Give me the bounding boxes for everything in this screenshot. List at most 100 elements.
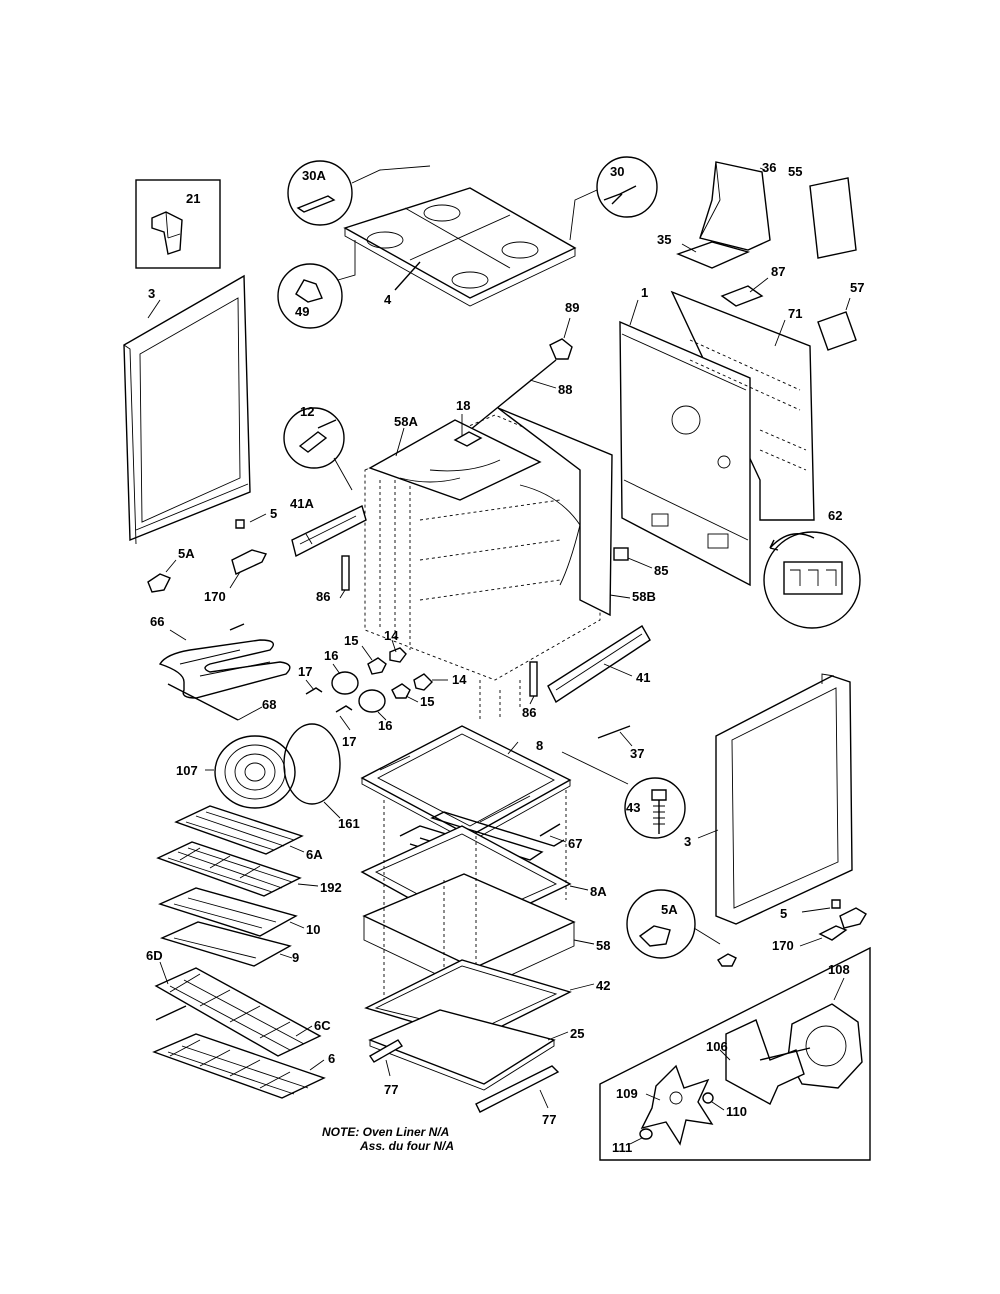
label-87: 87 [771,264,785,279]
label-5A-right: 5A [661,902,678,917]
racks-6D-6C-6: 6D 6C 6 [146,948,335,1099]
label-110: 110 [726,1104,747,1119]
part-86-left: 86 [316,555,350,604]
note-line-1: NOTE: Oven Liner N/A [322,1125,449,1139]
label-67: 67 [568,836,582,851]
parts-36-35-55-87-57: 36 35 55 87 57 [657,160,864,351]
side-panel-right-3: 3 [684,673,853,925]
label-58A: 58A [394,414,418,429]
label-6: 6 [328,1051,335,1066]
label-21: 21 [186,191,200,206]
rail-41A: 41A [290,496,367,558]
label-62: 62 [828,508,842,523]
label-3-left: 3 [148,286,155,301]
part-37: 37 [597,725,644,761]
label-77-a: 77 [384,1082,398,1097]
label-14-b: 14 [452,672,467,687]
side-panel-left-3: 3 [123,274,251,545]
callout-49: 49 [277,240,356,329]
label-1: 1 [641,285,648,300]
fasteners-right: 5 170 [772,899,867,953]
callout-12: 12 [283,404,353,491]
label-41A: 41A [290,496,314,511]
label-42: 42 [596,978,610,993]
label-14-a: 14 [384,628,399,643]
lamp-parts: 15 14 16 17 14 15 16 17 [298,628,467,749]
label-12: 12 [300,404,314,419]
label-9: 9 [292,950,299,965]
note-line-2: Ass. du four N/A [359,1139,454,1153]
callout-5A-right: 5A [626,889,737,967]
label-17-b: 17 [342,734,356,749]
label-85: 85 [654,563,668,578]
label-5A-left: 5A [178,546,195,561]
label-170-left: 170 [204,589,226,604]
label-10: 10 [306,922,320,937]
rail-41: 41 [547,625,651,704]
panel-25: 25 [368,1009,584,1091]
label-36: 36 [762,160,776,175]
label-15-b: 15 [420,694,434,709]
label-41: 41 [636,670,650,685]
label-43: 43 [626,800,640,815]
cooktop-part-4: 4 [343,187,577,307]
label-30A: 30A [302,168,326,183]
label-37: 37 [630,746,644,761]
broil-element-66: 66 [150,614,291,699]
back-panels-1-71: 1 71 [619,285,815,587]
label-58B: 58B [632,589,656,604]
rails-77: 77 77 [369,1039,560,1127]
label-8A: 8A [590,884,607,899]
fasteners-left: 5 5A 170 [147,506,277,604]
label-4: 4 [384,292,392,307]
label-106: 106 [706,1039,728,1054]
oven-cavity-58A-58B: 18 58A 58B [364,398,656,720]
label-109: 109 [616,1086,638,1101]
part-68: 68 [167,683,276,721]
label-108: 108 [828,962,850,977]
label-192: 192 [320,880,342,895]
label-5-left: 5 [270,506,277,521]
label-5-right: 5 [780,906,787,921]
label-89: 89 [565,300,579,315]
callout-30: 30 [569,156,658,241]
label-55: 55 [788,164,802,179]
label-161: 161 [338,816,360,831]
label-86-right: 86 [522,705,536,720]
callout-43: 43 [624,777,686,839]
label-58: 58 [596,938,610,953]
parts-89-88: 89 88 [469,300,579,431]
label-86-left: 86 [316,589,330,604]
label-107: 107 [176,763,198,778]
fan-cover-107-ring-161: 107 161 [176,723,360,831]
label-15-a: 15 [344,633,358,648]
label-16-b: 16 [378,718,392,733]
label-77-b: 77 [542,1112,556,1127]
label-49: 49 [295,304,309,319]
label-71: 71 [788,306,802,321]
label-88: 88 [558,382,572,397]
label-30: 30 [610,164,624,179]
part-85: 85 [613,547,668,578]
note: NOTE: Oven Liner N/A Ass. du four N/A [322,1125,454,1153]
label-6D: 6D [146,948,163,963]
inset-part-21: 21 [135,179,221,269]
label-17-a: 17 [298,664,312,679]
label-111: 111 [612,1140,632,1155]
label-3-right: 3 [684,834,691,849]
callout-30A: 30A [287,160,431,226]
label-68: 68 [262,697,276,712]
racks-6A-192-10-9: 6A 192 10 9 [156,805,342,967]
label-18: 18 [456,398,470,413]
callout-62: 62 [763,508,861,629]
label-16-a: 16 [324,648,338,663]
label-170-right: 170 [772,938,794,953]
part-86-right: 86 [522,661,538,720]
label-8: 8 [536,738,543,753]
label-66: 66 [150,614,164,629]
label-57: 57 [850,280,864,295]
oven-bottom-8: 8 [360,725,629,843]
label-25: 25 [570,1026,584,1041]
label-6A: 6A [306,847,323,862]
